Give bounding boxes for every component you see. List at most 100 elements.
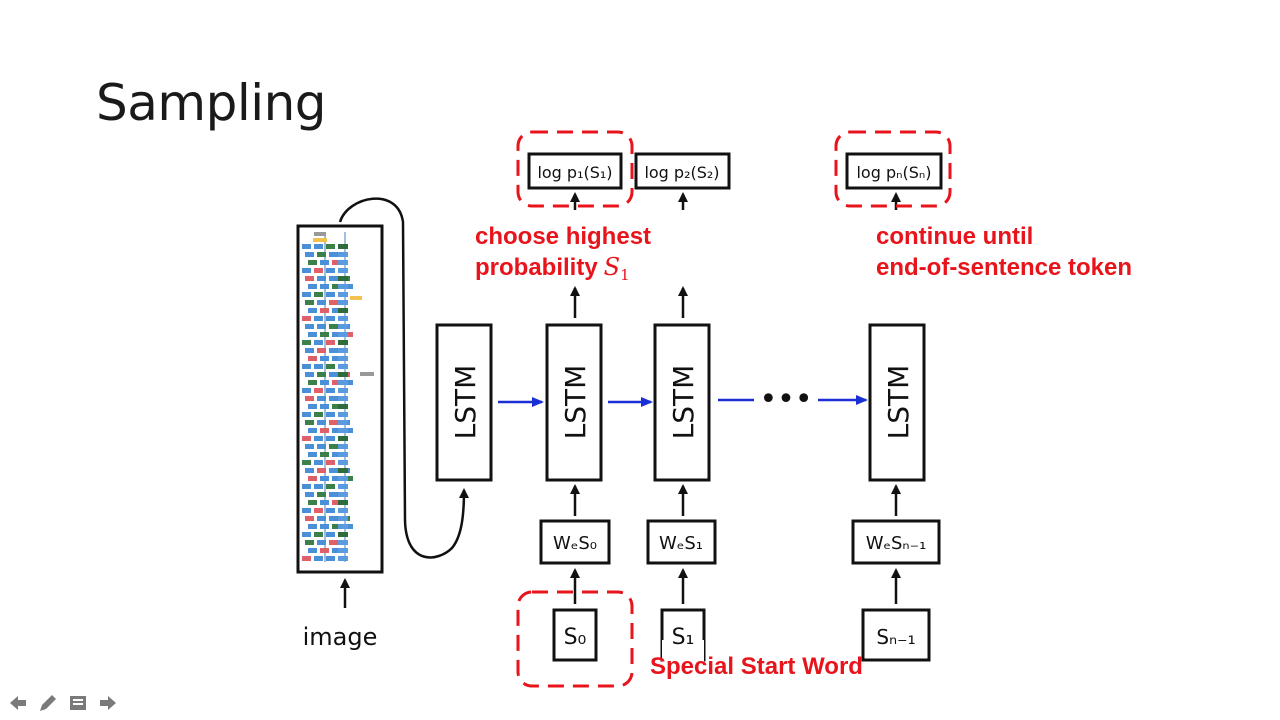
- cnn-layer-block: [338, 340, 348, 345]
- cnn-layer-block: [338, 508, 348, 513]
- cnn-layer-block: [302, 508, 311, 513]
- cnn-layer-block: [338, 476, 348, 481]
- cnn-layer-block: [338, 332, 348, 337]
- output-label-1: log p₁(S₁): [537, 163, 612, 182]
- cnn-layer-block: [308, 308, 317, 313]
- cnn-layer-block: [305, 276, 314, 281]
- cnn-layer-block: [326, 460, 335, 465]
- cnn-layer-block: [320, 380, 329, 385]
- cnn-layer-block: [308, 356, 317, 361]
- highlight-output-n: [834, 130, 952, 208]
- cnn-layer-block: [329, 516, 338, 521]
- cnn-layer-block: [338, 324, 348, 329]
- cnn-layer-block: [308, 332, 317, 337]
- cnn-layer-block: [308, 524, 317, 529]
- cnn-layer-block: [308, 404, 317, 409]
- cnn-layer-block: [332, 500, 341, 505]
- cnn-layer-block: [338, 316, 348, 321]
- menu-icon[interactable]: [66, 692, 90, 714]
- cnn-layer-block: [314, 388, 323, 393]
- cnn-layer-block: [329, 420, 338, 425]
- cnn-layer-block: [302, 412, 311, 417]
- arrow-right-icon[interactable]: [96, 692, 120, 714]
- lstm-label: LSTM: [559, 365, 592, 440]
- input-label-n: Sₙ₋₁: [876, 625, 915, 649]
- cnn-layer-block: [344, 428, 353, 433]
- pen-icon[interactable]: [36, 692, 60, 714]
- cnn-layer-block: [308, 452, 317, 457]
- cnn-layer-block: [338, 396, 348, 401]
- cnn-layer-block: [317, 396, 326, 401]
- cnn-layer-block: [344, 380, 353, 385]
- cnn-layer-block: [329, 372, 338, 377]
- cnn-layer-block: [302, 292, 311, 297]
- cnn-layer-block: [332, 380, 341, 385]
- annotation-continue-line1: continue until: [876, 223, 1033, 250]
- cnn-layer-block: [320, 308, 329, 313]
- cnn-layer-block: [305, 300, 314, 305]
- cnn-layer-block: [338, 404, 348, 409]
- cnn-layer-block: [332, 356, 341, 361]
- cnn-layer-block: [308, 548, 317, 553]
- cnn-layer-block: [320, 428, 329, 433]
- cnn-layer-block: [332, 332, 341, 337]
- cnn-layer-block: [314, 292, 323, 297]
- cnn-layer-block: [302, 340, 311, 345]
- cnn-layer-block: [320, 452, 329, 457]
- input-box-n: Sₙ₋₁: [861, 608, 931, 662]
- cnn-layer-block: [326, 508, 335, 513]
- cnn-layer-block: [314, 316, 323, 321]
- arrow-left-icon[interactable]: [6, 692, 30, 714]
- cnn-layer-block: [314, 484, 323, 489]
- cnn-layer-block: [338, 444, 348, 449]
- cnn-layer-block: [338, 492, 348, 497]
- cnn-layer-block: [329, 540, 338, 545]
- cnn-image: [296, 224, 384, 574]
- cnn-layer-block: [302, 316, 311, 321]
- input-label-1: S₁: [672, 625, 695, 650]
- cnn-layer-block: [338, 452, 348, 457]
- input-box-1: S₁: [660, 608, 706, 662]
- cnn-layer-block: [314, 340, 323, 345]
- cnn-layer-block: [320, 404, 329, 409]
- cnn-layer-block: [305, 348, 314, 353]
- cnn-layer-block: [338, 460, 348, 465]
- embed-label-1: WₑS₁: [659, 533, 703, 554]
- cnn-layer-block: [320, 260, 329, 265]
- cnn-layer-block: [305, 444, 314, 449]
- cnn-layer-block: [317, 540, 326, 545]
- cnn-layer-block: [338, 260, 348, 265]
- cnn-layer-block: [302, 484, 311, 489]
- cnn-layer-block: [326, 532, 335, 537]
- cnn-layer-block: [338, 420, 348, 425]
- cnn-layer-block: [320, 500, 329, 505]
- cnn-layer-block: [326, 340, 335, 345]
- output-label-n: log pₙ(Sₙ): [856, 163, 931, 182]
- annotation-choose-line1: choose highest: [475, 223, 651, 250]
- cnn-layer-block: [338, 412, 348, 417]
- cnn-layer-block: [320, 284, 329, 289]
- cnn-layer-block: [320, 548, 329, 553]
- cnn-layer-block: [305, 516, 314, 521]
- cnn-layer-block: [302, 268, 311, 273]
- cnn-layer-block: [317, 348, 326, 353]
- cnn-layer-block: [305, 468, 314, 473]
- cnn-layer-block: [305, 420, 314, 425]
- ellipsis: •••: [759, 382, 812, 417]
- cnn-layer-block: [338, 356, 348, 361]
- cnn-layer-block: [317, 252, 326, 257]
- highlight-output-1: [516, 130, 634, 208]
- cnn-layer-block: [329, 276, 338, 281]
- cnn-layer-block: [317, 300, 326, 305]
- output-box-1: log p₁(S₁): [527, 152, 623, 190]
- cnn-layer-block: [317, 324, 326, 329]
- cnn-layer-block: [317, 372, 326, 377]
- cnn-layer-block: [326, 268, 335, 273]
- cnn-layer-block: [344, 524, 353, 529]
- cnn-layer-block: [314, 532, 323, 537]
- cnn-layer-block: [329, 348, 338, 353]
- cnn-layer-block: [305, 492, 314, 497]
- cnn-layer-block: [314, 556, 323, 561]
- cnn-layer-block: [326, 364, 335, 369]
- cnn-layer-block: [338, 484, 348, 489]
